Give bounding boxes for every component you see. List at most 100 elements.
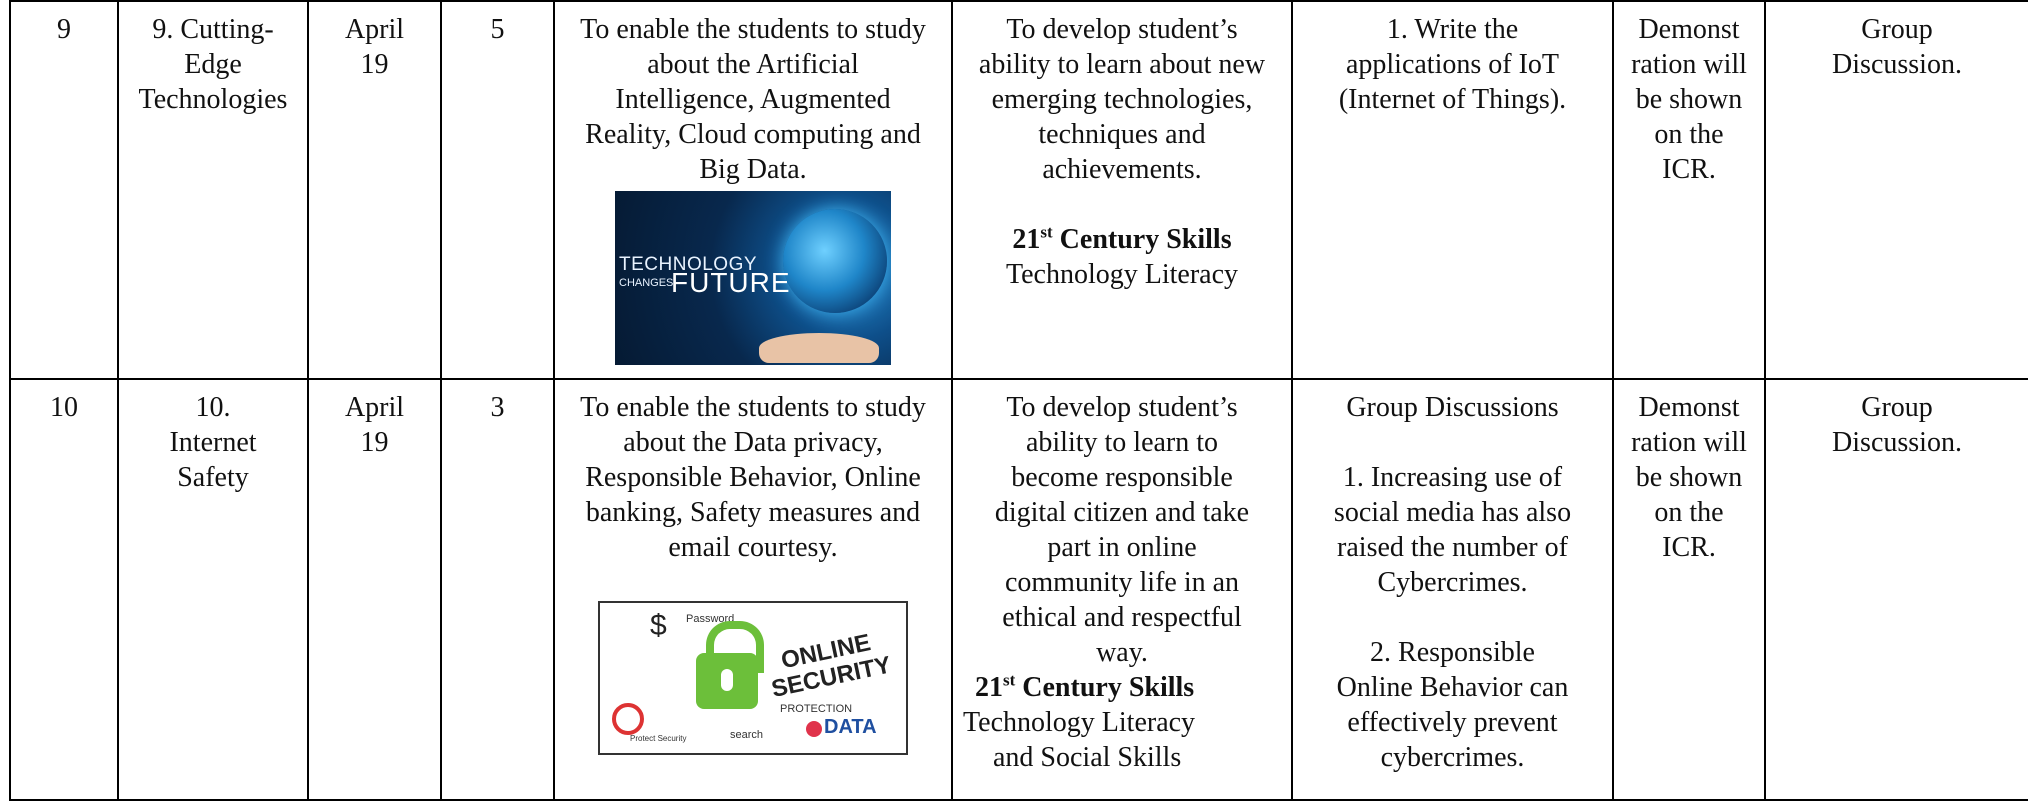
assessment-line: Cybercrimes.: [1377, 567, 1528, 598]
method-line: Discussion.: [1832, 427, 1962, 458]
no-entry-icon: [612, 703, 644, 735]
activity-cell: Demonst ration will be shown on the ICR.: [1612, 0, 1766, 380]
image-text: CHANGES: [619, 277, 674, 289]
topic-cell: 9. Cutting- Edge Technologies: [117, 0, 309, 380]
technology-future-image: TECHNOLOGY CHANGES FUTURE: [615, 191, 891, 365]
objective-line: about the Artificial: [647, 49, 859, 80]
objective-line: To enable the students to study: [580, 392, 926, 423]
objective-line: email courtesy.: [668, 532, 838, 563]
assessment-line: social media has also: [1333, 497, 1572, 528]
assessment-title: Group Discussions: [1346, 392, 1559, 423]
periods-value: 5: [490, 14, 505, 45]
method-line: Discussion.: [1832, 49, 1962, 80]
image-text: PROTECTION: [780, 703, 853, 715]
dollar-icon: $: [650, 609, 667, 642]
activity-line: on the: [1654, 497, 1724, 528]
month-cell: April 19: [307, 378, 442, 801]
method-cell: Group Discussion.: [1764, 0, 2028, 380]
lock-icon: [706, 621, 764, 673]
outcome-line: ability to learn about new: [978, 49, 1266, 80]
lesson-plan-table: 9 9. Cutting- Edge Technologies April 19…: [9, 0, 2028, 801]
activity-line: Demonst: [1638, 14, 1740, 45]
topic-line: Edge: [184, 49, 242, 80]
method-line: Group: [1861, 14, 1933, 45]
month-line: 19: [360, 427, 389, 458]
table-row: 9 9. Cutting- Edge Technologies April 19…: [9, 0, 2028, 380]
topic-line: Internet: [169, 427, 257, 458]
row-number: 10: [50, 392, 78, 423]
row-number-cell: 9: [9, 0, 119, 380]
skills-heading: 21st Century Skills: [975, 670, 1195, 703]
periods-value: 3: [490, 392, 505, 423]
objective-line: Responsible Behavior, Online: [585, 462, 921, 493]
assessment-line: applications of IoT: [1345, 49, 1560, 80]
method-line: Group: [1861, 392, 1933, 423]
image-text: DATA: [824, 716, 877, 738]
image-text: search: [730, 729, 764, 741]
image-text: TECHNOLOGY: [619, 254, 758, 275]
month-line: April: [344, 14, 405, 45]
globe-icon: [783, 209, 887, 313]
row-number: 9: [57, 14, 71, 45]
assessment-line: cybercrimes.: [1380, 742, 1525, 773]
row-number-cell: 10: [9, 378, 119, 801]
heart-icon: [806, 721, 822, 737]
outcome-line: emerging technologies,: [991, 84, 1253, 115]
outcome-line: To develop student’s: [1006, 14, 1238, 45]
periods-cell: 3: [440, 378, 555, 801]
objective-line: Intelligence, Augmented: [615, 84, 891, 115]
image-text: FUTURE: [671, 267, 791, 298]
skill-item: Technology Literacy: [1005, 259, 1239, 290]
objective-line: Big Data.: [699, 154, 807, 185]
activity-line: ICR.: [1662, 154, 1716, 185]
skill-item: and Social Skills: [993, 742, 1182, 773]
activity-line: be shown: [1635, 84, 1743, 115]
outcome-cell: To develop student’s ability to learn to…: [951, 378, 1293, 801]
outcome-line: digital citizen and take: [994, 497, 1250, 528]
activity-line: ration will: [1631, 49, 1747, 80]
assessment-line: effectively prevent: [1347, 707, 1558, 738]
outcome-line: techniques and: [1038, 119, 1206, 150]
topic-line: 10.: [195, 392, 231, 423]
activity-line: on the: [1654, 119, 1724, 150]
activity-line: ration will: [1631, 427, 1747, 458]
topic-cell: 10. Internet Safety: [117, 378, 309, 801]
objective-line: Reality, Cloud computing and: [585, 119, 921, 150]
outcome-line: way.: [1096, 637, 1148, 668]
periods-cell: 5: [440, 0, 555, 380]
assessment-cell: Group Discussions 1. Increasing use of s…: [1291, 378, 1614, 801]
outcome-line: become responsible: [1011, 462, 1233, 493]
month-cell: April 19: [307, 0, 442, 380]
skills-heading: 21st Century Skills: [1012, 222, 1232, 255]
topic-line: 9. Cutting-: [152, 14, 274, 45]
outcome-cell: To develop student’s ability to learn ab…: [951, 0, 1293, 380]
outcome-line: achievements.: [1042, 154, 1202, 185]
assessment-line: 1. Increasing use of: [1342, 462, 1563, 493]
objective-cell: To enable the students to study about th…: [553, 0, 953, 380]
image-text: Protect Security: [630, 734, 687, 743]
objective-cell: To enable the students to study about th…: [553, 378, 953, 801]
outcome-line: To develop student’s: [1006, 392, 1238, 423]
activity-line: be shown: [1635, 462, 1743, 493]
topic-line: Technologies: [138, 84, 288, 115]
assessment-line: Online Behavior can: [1336, 672, 1569, 703]
activity-line: Demonst: [1638, 392, 1740, 423]
objective-line: To enable the students to study: [580, 14, 926, 45]
outcome-line: ethical and respectful: [1002, 602, 1242, 633]
outcome-line: community life in an: [1004, 567, 1240, 598]
objective-line: banking, Safety measures and: [585, 497, 921, 528]
outcome-line: ability to learn to: [1025, 427, 1219, 458]
table-row: 10 10. Internet Safety April 19 3 To ena…: [9, 378, 2028, 801]
outcome-line: part in online: [1047, 532, 1197, 563]
assessment-line: 2. Responsible: [1370, 637, 1535, 668]
month-line: 19: [360, 49, 389, 80]
topic-line: Safety: [177, 462, 249, 493]
skill-item: Technology Literacy: [963, 707, 1196, 738]
activity-line: ICR.: [1662, 532, 1716, 563]
month-line: April: [344, 392, 405, 423]
activity-cell: Demonst ration will be shown on the ICR.: [1612, 378, 1766, 801]
assessment-line: raised the number of: [1337, 532, 1568, 563]
hand-icon: [759, 333, 879, 363]
